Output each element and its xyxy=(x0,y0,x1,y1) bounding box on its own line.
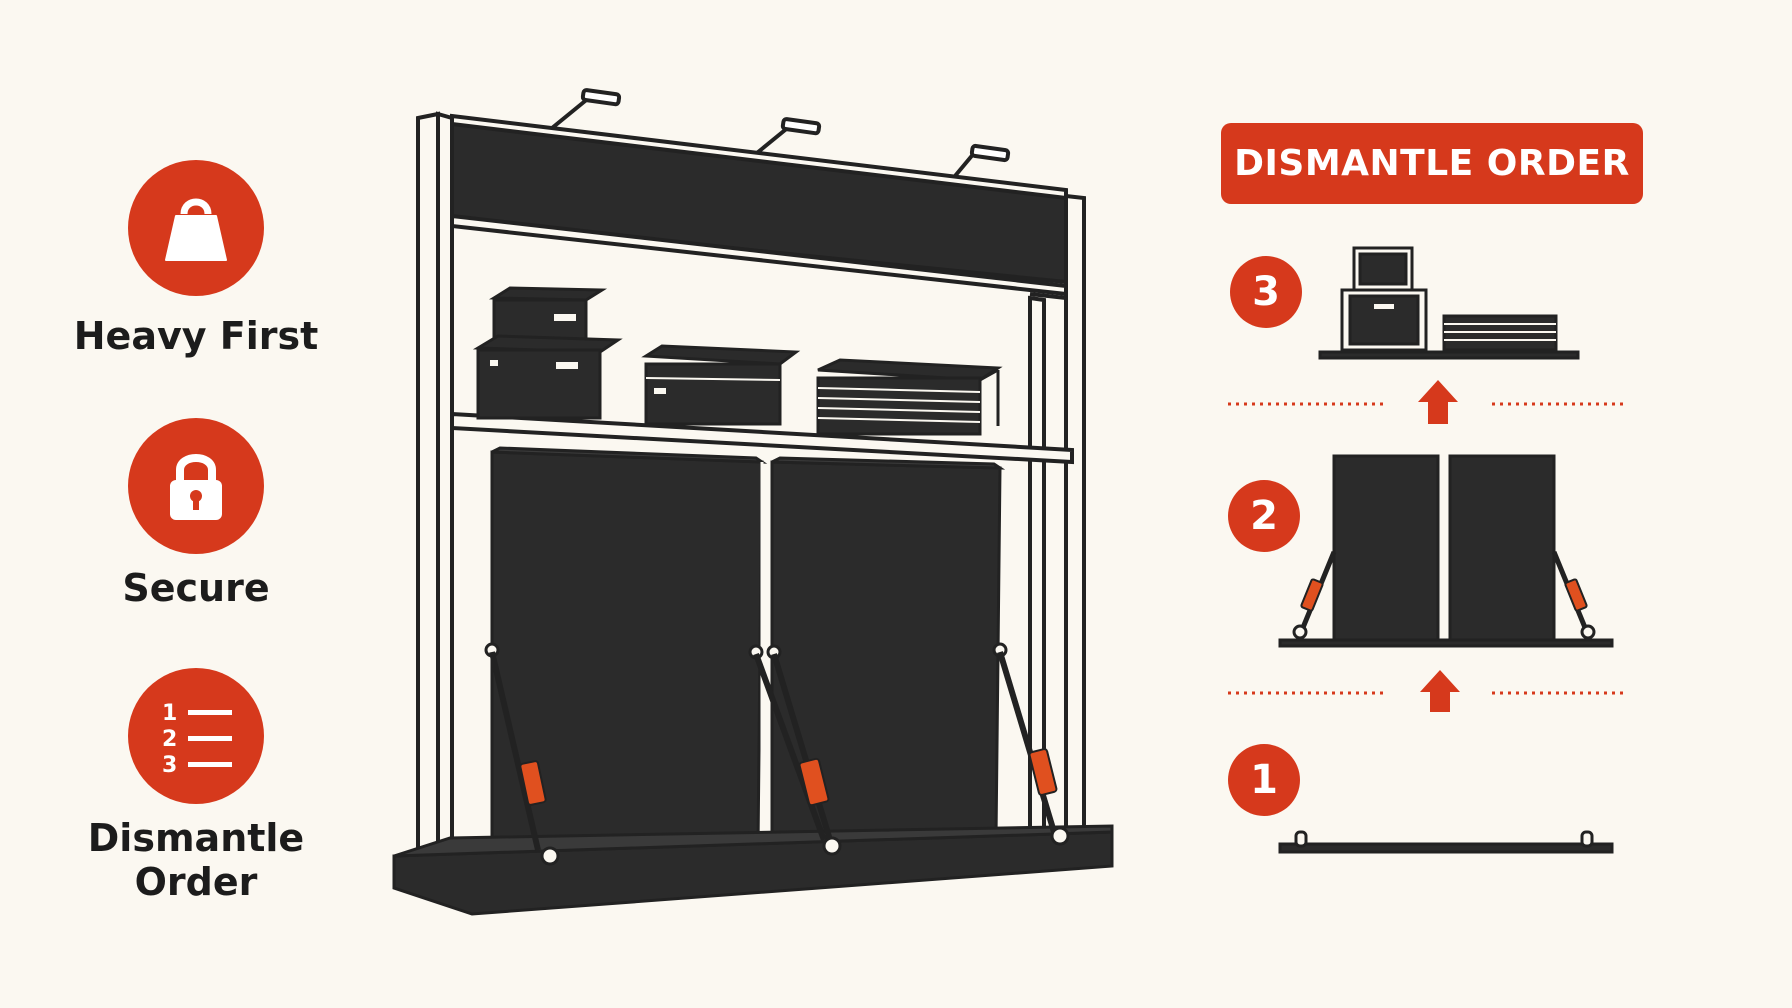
spotlight-icon xyxy=(550,88,1011,184)
ratchet-straps xyxy=(484,642,1070,866)
strap-left xyxy=(484,642,560,866)
padlock-icon xyxy=(170,454,222,520)
step-1-badge: 1 xyxy=(1228,744,1300,816)
rack-frame xyxy=(416,111,1086,875)
strap-middle xyxy=(748,644,842,856)
panel-stack xyxy=(816,358,1003,436)
base-platform xyxy=(392,824,1114,916)
secure-label: Secure xyxy=(122,566,270,610)
list-number-1: 1 xyxy=(162,701,177,726)
dismantle-order-header: DISMANTLE ORDER xyxy=(1221,123,1643,204)
step-3-illustration xyxy=(1318,246,1580,360)
heavy-first-label: Heavy First xyxy=(73,314,319,358)
separator-lower xyxy=(1228,670,1628,712)
dismantle-order-badge: 1 2 3 xyxy=(128,668,264,804)
crate-box xyxy=(472,286,623,420)
weight-icon xyxy=(165,198,227,261)
shelf-boxes xyxy=(472,286,1003,436)
strap-right xyxy=(992,642,1070,846)
numbered-list-icon: 1 2 3 xyxy=(162,701,232,778)
heavy-first-badge xyxy=(128,160,264,296)
step-2-illustration xyxy=(1278,454,1614,648)
step-1-illustration xyxy=(1278,830,1614,854)
separator-upper xyxy=(1228,380,1628,424)
dismantle-order-label: Dismantle Order xyxy=(87,816,305,904)
list-number-3: 3 xyxy=(162,753,177,778)
secure-badge xyxy=(128,418,264,554)
up-arrow-icon xyxy=(1418,380,1458,424)
up-arrow-icon xyxy=(1420,670,1460,712)
storage-box xyxy=(641,344,801,426)
list-number-2: 2 xyxy=(162,727,177,752)
step-2-badge: 2 xyxy=(1228,480,1300,552)
large-panels xyxy=(490,446,1006,852)
step-3-badge: 3 xyxy=(1230,256,1302,328)
